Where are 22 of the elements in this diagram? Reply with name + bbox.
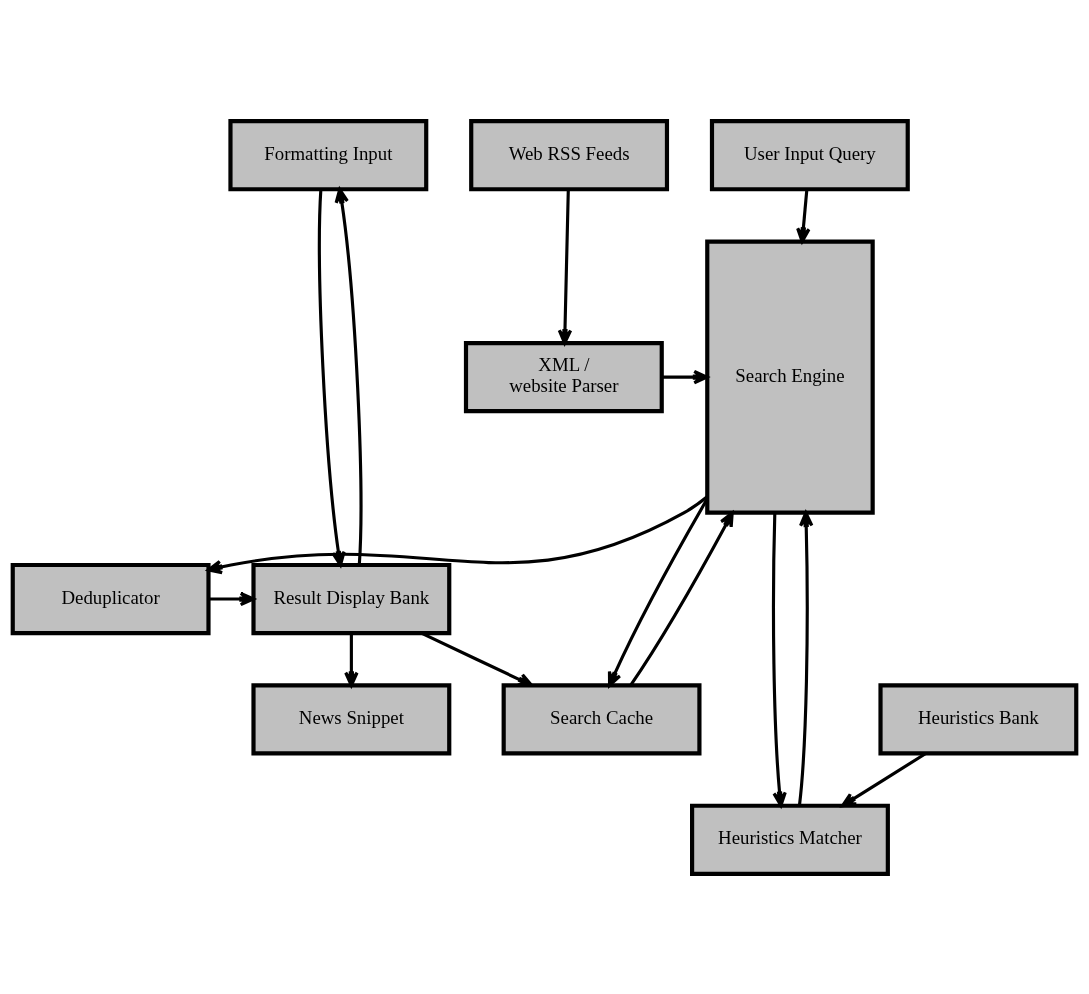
arrow [206, 495, 709, 574]
arrow [796, 189, 811, 243]
node-box: Result Display Bank [251, 562, 452, 635]
node-box: Search Engine [705, 238, 875, 515]
node-box: User Input Query [709, 118, 910, 191]
node-box: Heuristics Bank [878, 682, 1079, 756]
arrow [208, 591, 255, 606]
node-box: Heuristics Matcher [690, 803, 890, 876]
node-box: Search Cache [501, 682, 702, 756]
node-box: Web RSS Feeds [469, 118, 670, 191]
node-box: Formatting Input [228, 118, 429, 191]
arrow [334, 187, 363, 565]
arrow [797, 510, 814, 806]
arrow [629, 511, 734, 686]
arrow [344, 632, 359, 687]
arrow [771, 512, 787, 807]
arrow [557, 189, 573, 345]
arrow [607, 497, 709, 687]
arrow [661, 369, 709, 384]
node-box: Deduplicator [10, 562, 211, 635]
node-box: XML / website Parser [463, 340, 664, 413]
node-box: News Snippet [251, 682, 452, 756]
